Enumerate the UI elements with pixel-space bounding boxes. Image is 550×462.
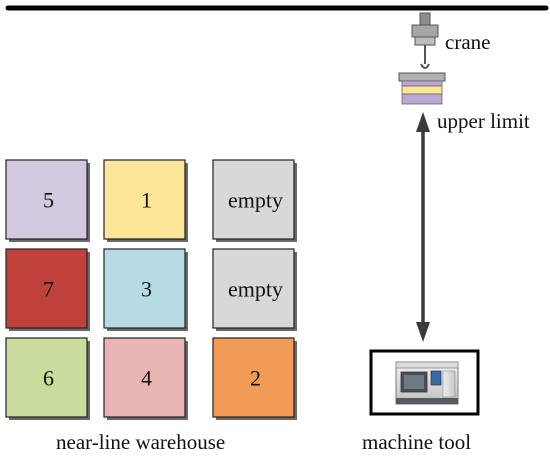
crane-icon — [411, 12, 439, 69]
slot-label: 1 — [141, 188, 152, 213]
warehouse-slot: 2 — [212, 337, 297, 420]
warehouse-slot: 6 — [5, 337, 90, 420]
crane-load-icon — [398, 72, 446, 105]
warehouse-slot: empty — [212, 248, 297, 331]
warehouse-slot: 3 — [103, 248, 188, 331]
slot-box — [103, 337, 186, 418]
slot-box — [5, 337, 88, 418]
slot-box — [5, 159, 88, 240]
slot-label: empty — [228, 277, 283, 302]
warehouse-slot: empty — [212, 159, 297, 242]
slot-box — [103, 159, 186, 240]
slot-box — [212, 337, 295, 418]
slot-label: 6 — [43, 366, 54, 391]
warehouse-slot: 1 — [103, 159, 188, 242]
slot-box — [5, 248, 88, 329]
warehouse-slot: 4 — [103, 337, 188, 420]
upper-limit-label: upper limit — [437, 109, 530, 133]
slot-label: 4 — [141, 366, 152, 391]
slot-label: 2 — [250, 366, 261, 391]
slot-box — [212, 159, 295, 240]
crane-label: crane — [445, 30, 491, 54]
slot-box — [103, 248, 186, 329]
slot-label: 3 — [141, 277, 152, 302]
machine-tool-label: machine tool — [362, 430, 472, 454]
warehouse-slot: 5 — [5, 159, 90, 242]
slot-box — [212, 248, 295, 329]
slot-label: 7 — [43, 277, 54, 302]
warehouse-grid: 5 1 empty 7 3 empty 6 4 2 — [5, 159, 297, 420]
slot-label: empty — [228, 188, 283, 213]
slot-label: 5 — [43, 188, 54, 213]
warehouse-slot: 7 — [5, 248, 90, 331]
vertical-travel-arrow — [416, 112, 430, 342]
cnc-machine-icon — [395, 361, 459, 405]
warehouse-label: near-line warehouse — [56, 430, 226, 454]
